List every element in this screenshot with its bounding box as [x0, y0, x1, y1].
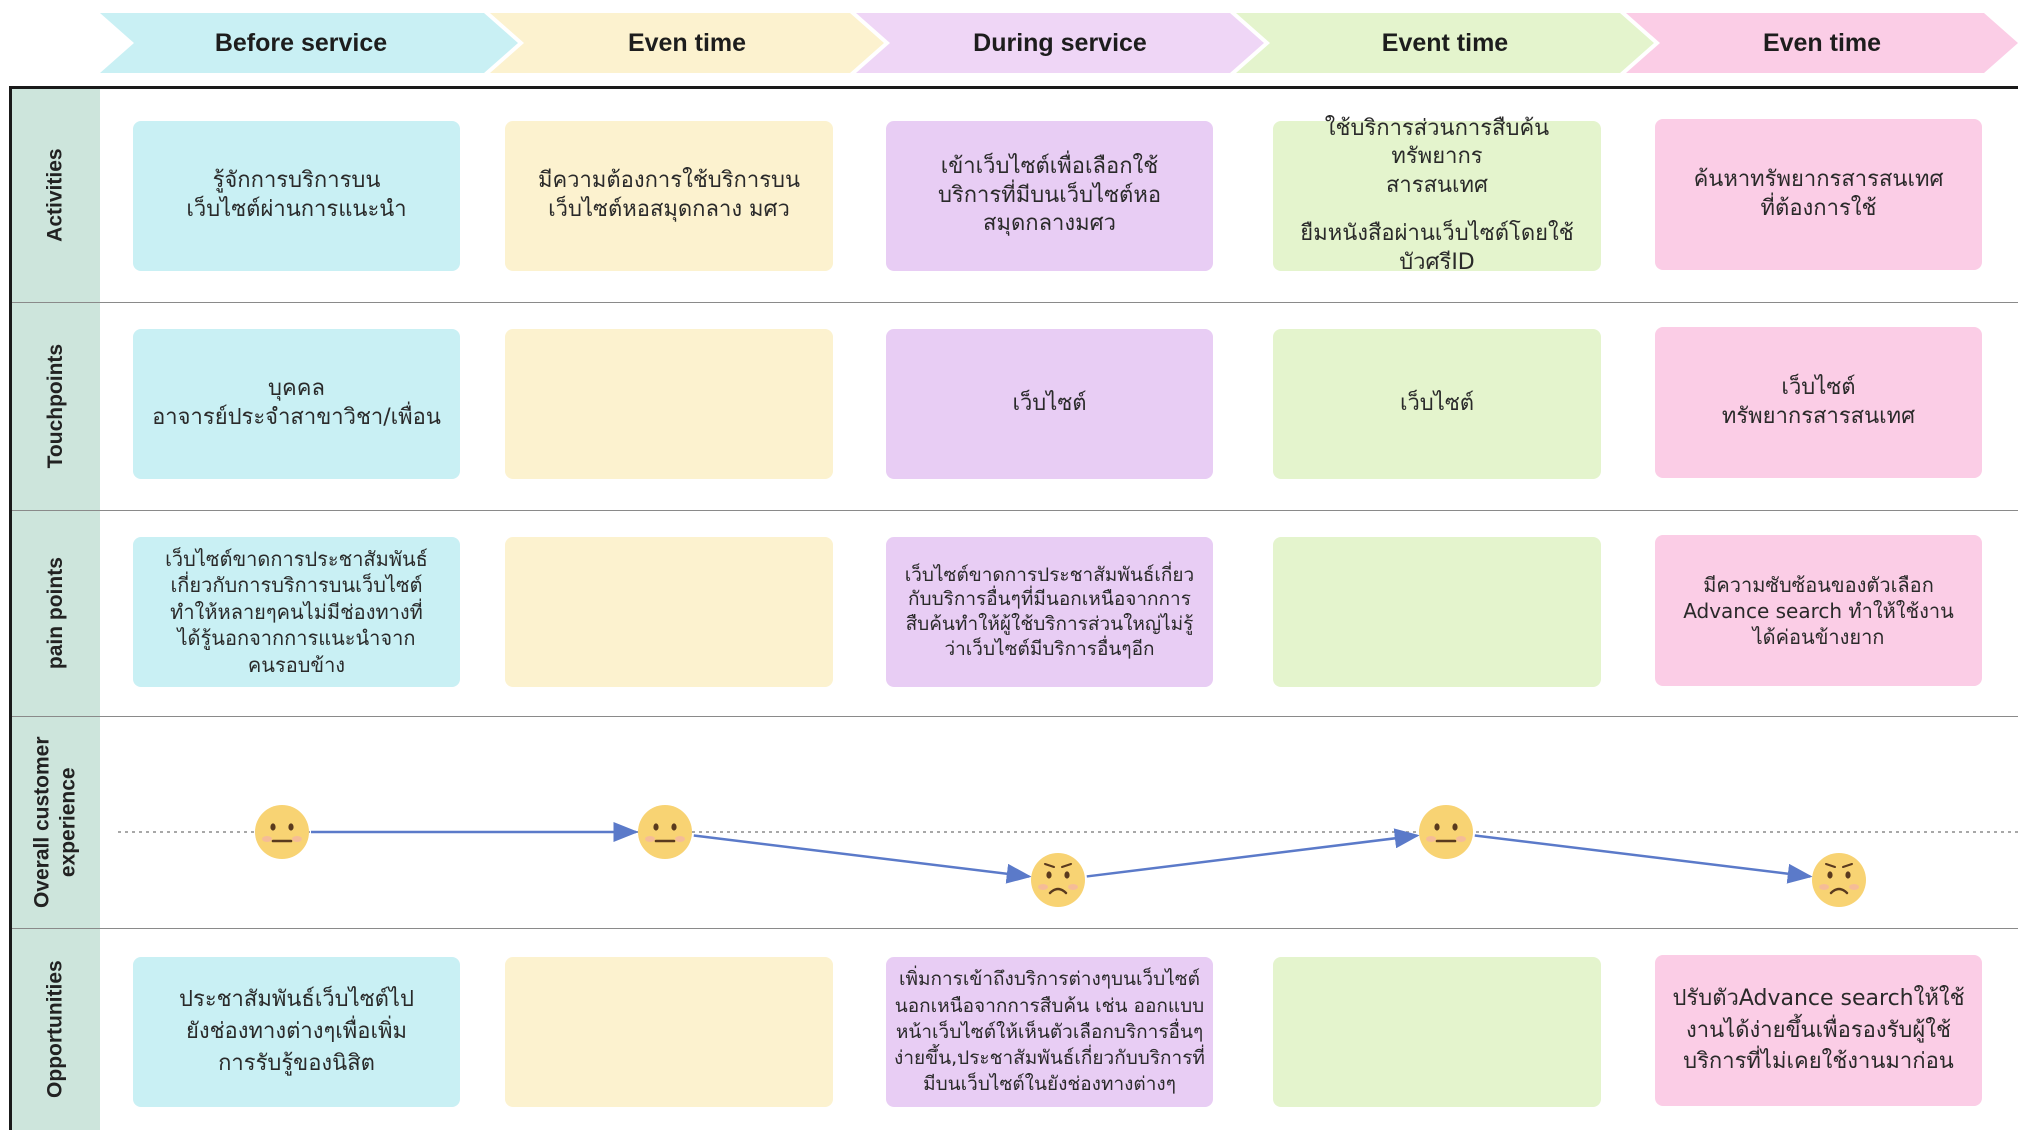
activity-card-even-time: มีความต้องการใช้บริการบน เว็บไซต์หอสมุดก…: [505, 121, 833, 271]
activity-text-borrow: ยืมหนังสือผ่านเว็บไซต์โดยใช้ บัวศรีID: [1300, 221, 1574, 275]
phase-label: During service: [973, 28, 1147, 57]
row-label-text: Activities: [43, 148, 67, 243]
row-label-text: Opportunities: [43, 960, 67, 1098]
pain-card-event-time: [1273, 537, 1601, 687]
activity-card-during-service: เข้าเว็บไซต์เพื่อเลือกใช้ บริการที่มีบนเ…: [886, 121, 1213, 271]
row-label-line: Overall customer: [30, 736, 54, 908]
pain-card-during-service: เว็บไซต์ขาดการประชาสัมพันธ์เกี่ยว กับบริ…: [886, 537, 1213, 687]
row-label-line: experience: [57, 767, 80, 877]
row-divider: [12, 510, 2018, 511]
journey-frame: [9, 86, 2018, 1130]
opportunity-card-during-service: เพิ่มการเข้าถึงบริการต่างๆบนเว็บไซต์ นอก…: [886, 957, 1213, 1107]
row-label-text: pain points: [43, 557, 67, 669]
opportunity-card-even-time-2: ปรับตัวAdvance searchให้ใช้ งานได้ง่ายขึ…: [1655, 955, 1982, 1106]
experience-emojis: [255, 805, 1866, 907]
pain-card-even-time: [505, 537, 833, 687]
row-divider: [12, 716, 2018, 717]
row-label-column: [12, 89, 100, 1130]
touchpoint-card-during-service: เว็บไซต์: [886, 329, 1213, 479]
phase-label: Even time: [627, 28, 747, 57]
row-label-opportunities: Opportunities: [12, 928, 100, 1130]
pain-card-before-service: เว็บไซต์ขาดการประชาสัมพันธ์ เกี่ยวกับการ…: [133, 537, 460, 687]
neutral-face-icon: [1419, 805, 1473, 859]
sad-face-icon: [1031, 853, 1085, 907]
phase-even-time-1: Even time: [490, 13, 884, 73]
touchpoint-card-even-time: [505, 329, 833, 479]
opportunity-card-even-time: [505, 957, 833, 1107]
opportunity-card-event-time: [1273, 957, 1601, 1107]
phase-header: Before service Even time During service …: [0, 0, 2018, 80]
phase-during-service: During service: [856, 13, 1264, 73]
sad-face-icon: [1812, 853, 1866, 907]
phase-before-service: Before service: [100, 13, 518, 73]
activity-card-even-time-2: ค้นหาทรัพยากรสารสนเทศ ที่ต้องการใช้: [1655, 119, 1982, 270]
phase-event-time: Event time: [1236, 13, 1654, 73]
row-label-pain-points: pain points: [12, 510, 100, 716]
experience-chart: [118, 805, 2018, 907]
experience-arrow: [1086, 828, 1420, 878]
phase-label: Before service: [214, 28, 388, 57]
activity-text-search: ใช้บริการส่วนการสืบค้นทรัพยากร สารสนเทศ: [1324, 115, 1550, 198]
touchpoint-card-even-time-2: เว็บไซต์ ทรัพยากรสารสนเทศ: [1655, 327, 1982, 478]
row-label-activities: Activities: [12, 89, 100, 302]
touchpoint-card-before-service: บุคคล อาจารย์ประจำสาขาวิชา/เพื่อน: [133, 329, 460, 479]
opportunity-card-before-service: ประชาสัมพันธ์เว็บไซต์ไป ยังช่องทางต่างๆเ…: [133, 957, 460, 1107]
pain-card-even-time-2: มีความซับซ้อนของตัวเลือก Advance search …: [1655, 535, 1982, 686]
activity-card-event-time: ใช้บริการส่วนการสืบค้นทรัพยากร สารสนเทศ …: [1273, 116, 1601, 275]
row-label-touchpoints: Touchpoints: [12, 302, 100, 510]
row-label-text: Touchpoints: [43, 343, 67, 469]
activity-card-before-service: รู้จักการบริการบน เว็บไซต์ผ่านการแนะนำ: [133, 121, 460, 271]
touchpoint-card-event-time: เว็บไซต์: [1273, 329, 1601, 479]
experience-arrow: [693, 834, 1032, 884]
phase-even-time-2: Even time: [1626, 13, 2018, 73]
phase-label: Event time: [1381, 28, 1509, 57]
experience-arrow: [1474, 834, 1813, 884]
neutral-face-icon: [638, 805, 692, 859]
experience-lines: [311, 822, 1813, 884]
phase-label: Even time: [1762, 28, 1882, 57]
row-divider: [12, 928, 2018, 929]
row-divider: [12, 302, 2018, 303]
neutral-face-icon: [255, 805, 309, 859]
